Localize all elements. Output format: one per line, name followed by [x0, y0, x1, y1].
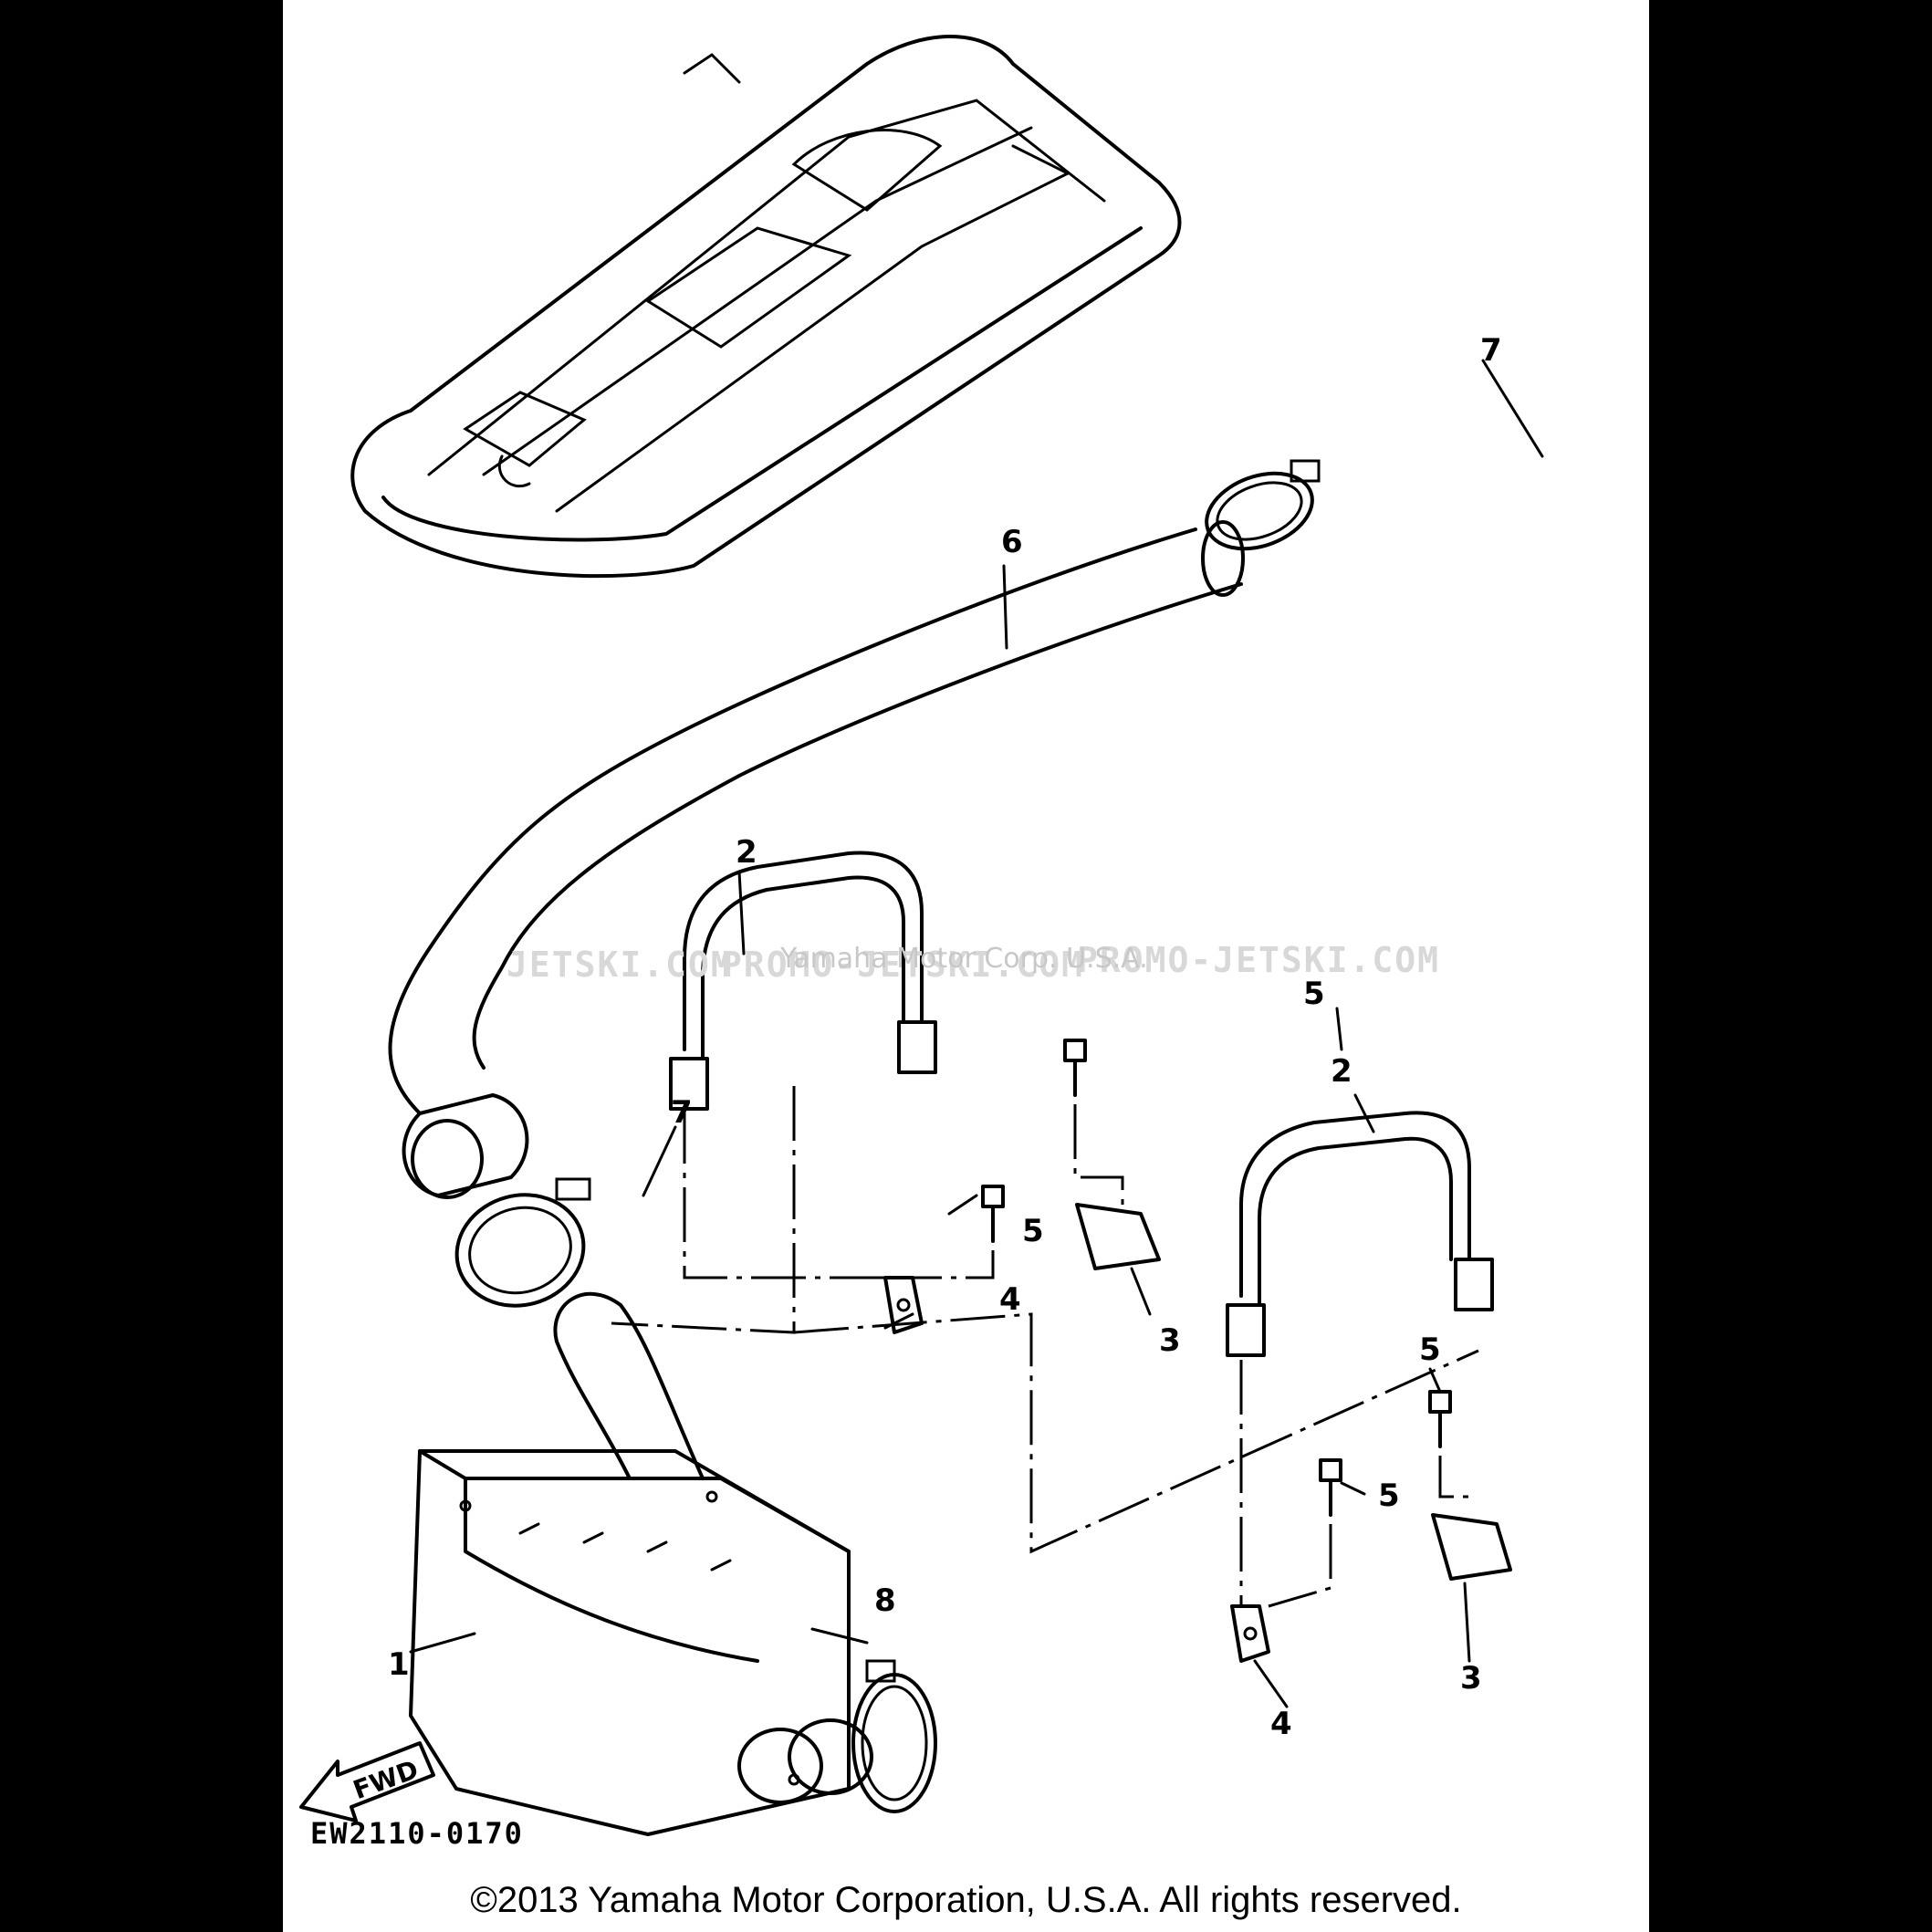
mounting-band-right [1226, 1111, 1494, 1357]
callout-7-lower: 7 [671, 1094, 693, 1131]
muffler [409, 1291, 873, 1836]
copyright-notice: ©2013 Yamaha Motor Corporation, U.S.A. A… [470, 1880, 1462, 1920]
callout-5-d: 5 [1378, 1478, 1400, 1514]
exhaust-hose [388, 520, 1245, 1199]
hose-clamp-upper [1205, 459, 1321, 551]
callout-5-a: 5 [1303, 976, 1325, 1012]
watermark-promo-mid: PROMO-JETSKI.COM [721, 945, 1084, 985]
bolt-3 [1428, 1390, 1452, 1448]
fwd-label: FWD [350, 1754, 423, 1805]
clip-right [1431, 1513, 1512, 1581]
diagram-sheet: FWD 7 6 2 2 7 5 5 4 3 5 5 4 3 8 1 JETSKI… [283, 0, 1649, 1932]
callout-2-left: 2 [736, 834, 757, 871]
hose-clamp-lower [454, 1177, 591, 1308]
callout-6: 6 [1001, 524, 1023, 560]
diagram-code: EW2110-0170 [310, 1816, 524, 1851]
mounting-band-left [669, 851, 937, 1111]
callout-7-upper: 7 [1480, 332, 1502, 369]
fwd-arrow: FWD [299, 1741, 435, 1822]
exhaust-parts-diagram: FWD 7 6 2 2 7 5 5 4 3 5 5 4 3 8 1 JETSKI… [299, 35, 1544, 1836]
callout-5-b: 5 [1022, 1213, 1044, 1249]
bolt-1 [1063, 1039, 1087, 1097]
callout-8: 8 [874, 1582, 896, 1619]
muffler-clamp [851, 1659, 937, 1813]
callout-5-c: 5 [1419, 1332, 1441, 1368]
callout-3-right: 3 [1460, 1660, 1482, 1697]
callout-3-left: 3 [1159, 1322, 1181, 1359]
watercraft-hull [350, 35, 1182, 579]
watermark-jetski: JETSKI.COM [506, 945, 734, 985]
bracket-right [1230, 1604, 1270, 1663]
bolt-2 [981, 1185, 1005, 1243]
callout-2-right: 2 [1331, 1053, 1352, 1090]
clip-left [1075, 1203, 1161, 1270]
callout-1: 1 [388, 1646, 410, 1683]
callout-4-right: 4 [1270, 1706, 1292, 1742]
assembly-lines [611, 1086, 1479, 1608]
leader-lines [409, 359, 1544, 1708]
watermark-promo-right: PROMO-JETSKI.COM [1077, 940, 1440, 980]
callout-4-left: 4 [999, 1281, 1021, 1318]
bolt-4 [1319, 1458, 1342, 1517]
watermark-yamaha: Yamaha Motor Corp. U.S.A. [779, 943, 1148, 975]
